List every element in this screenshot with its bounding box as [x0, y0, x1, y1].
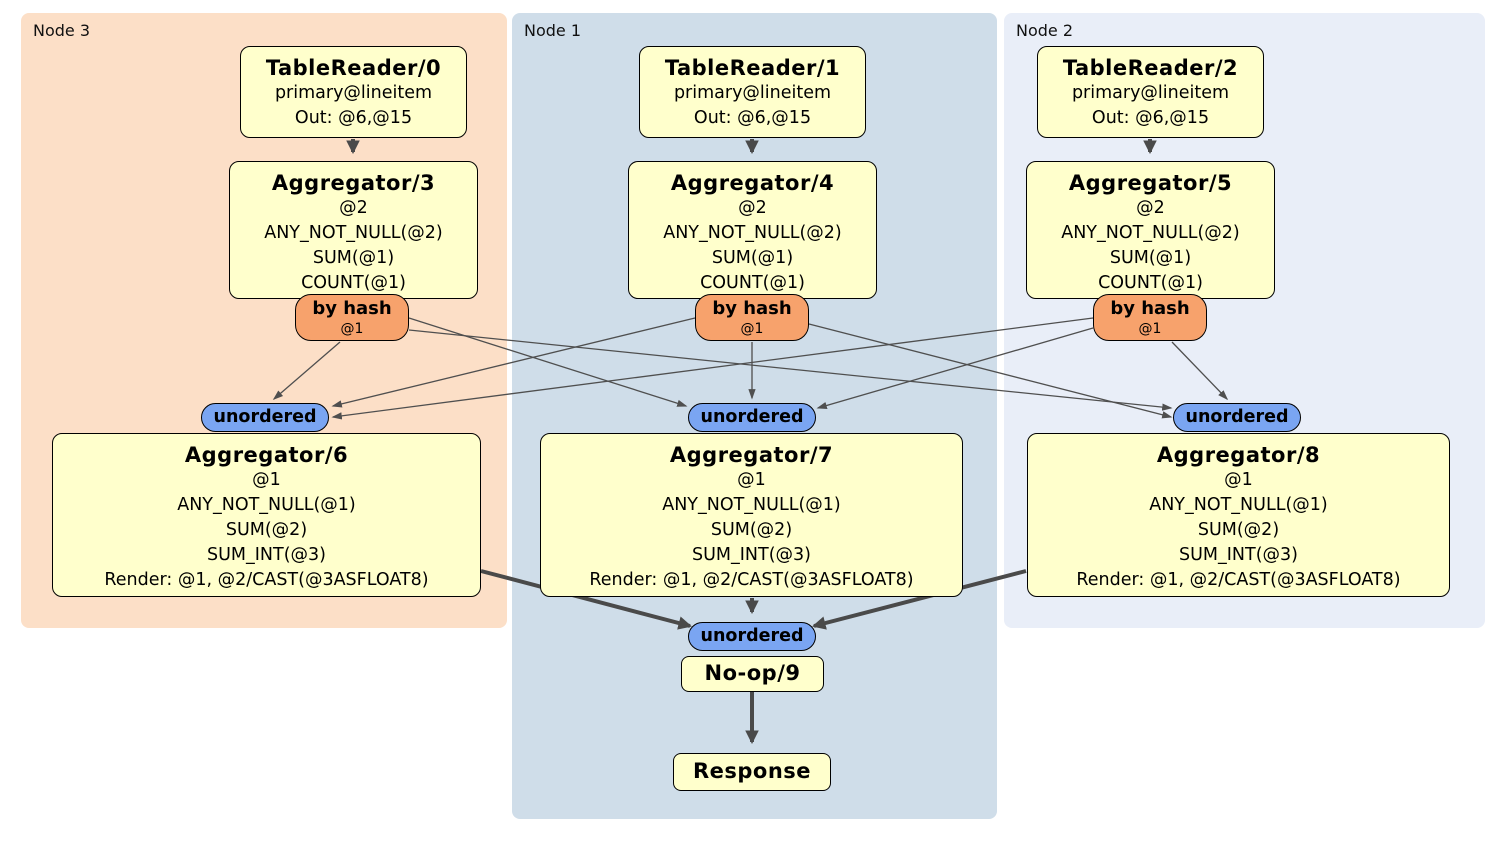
- node-detail: SUM_INT(@3): [1179, 545, 1298, 565]
- node-detail: @2: [1136, 198, 1165, 218]
- node-tablereader-2: TableReader/2 primary@lineitem Out: @6,@…: [1037, 46, 1264, 138]
- node-detail: SUM(@1): [711, 248, 794, 268]
- node-detail: SUM(@2): [225, 520, 308, 540]
- node-title: TableReader/1: [664, 56, 841, 80]
- node-detail: @2: [738, 198, 767, 218]
- node-detail: Render: @1, @2/CAST(@3ASFLOAT8): [589, 570, 914, 590]
- node-tablereader-0: TableReader/0 primary@lineitem Out: @6,@…: [240, 46, 467, 138]
- node-detail: @1: [1224, 470, 1253, 490]
- node-title: TableReader/0: [265, 56, 442, 80]
- node-detail: COUNT(@1): [1098, 273, 1203, 293]
- sync-label: unordered: [1185, 407, 1289, 427]
- router-label: by hash: [312, 298, 392, 319]
- sync-unordered-7: unordered: [688, 403, 816, 432]
- node-detail: Out: @6,@15: [1091, 108, 1210, 128]
- sync-label: unordered: [213, 407, 317, 427]
- sync-label: unordered: [700, 407, 804, 427]
- node-title: Aggregator/7: [669, 443, 834, 467]
- router-by-hash-5: by hash @1: [1093, 294, 1207, 341]
- node-detail: @1: [252, 470, 281, 490]
- node-detail: SUM(@1): [312, 248, 395, 268]
- node-aggregator-5: Aggregator/5 @2 ANY_NOT_NULL(@2) SUM(@1)…: [1026, 161, 1275, 299]
- router-detail: @1: [1138, 321, 1162, 337]
- node-title: Aggregator/5: [1068, 171, 1233, 195]
- sync-unordered-9: unordered: [688, 622, 816, 651]
- node-response: Response: [673, 753, 831, 791]
- node-aggregator-3: Aggregator/3 @2 ANY_NOT_NULL(@2) SUM(@1)…: [229, 161, 478, 299]
- node-noop-9: No-op/9: [681, 656, 824, 692]
- node-title: Aggregator/6: [184, 443, 349, 467]
- node-detail: Out: @6,@15: [693, 108, 812, 128]
- router-label: by hash: [1110, 298, 1190, 319]
- node-detail: SUM_INT(@3): [207, 545, 326, 565]
- node-detail: COUNT(@1): [301, 273, 406, 293]
- node-detail: primary@lineitem: [274, 83, 433, 103]
- sync-label: unordered: [700, 626, 804, 646]
- node-detail: Render: @1, @2/CAST(@3ASFLOAT8): [1076, 570, 1401, 590]
- node-title: No-op/9: [704, 661, 801, 685]
- node-detail: COUNT(@1): [700, 273, 805, 293]
- node-detail: SUM_INT(@3): [692, 545, 811, 565]
- sync-unordered-8: unordered: [1173, 403, 1301, 432]
- node-detail: SUM(@2): [1197, 520, 1280, 540]
- router-detail: @1: [740, 321, 764, 337]
- region-node2-label: Node 2: [1016, 21, 1074, 40]
- node-detail: ANY_NOT_NULL(@2): [1061, 223, 1240, 243]
- node-title: Aggregator/8: [1156, 443, 1321, 467]
- node-title: Response: [692, 759, 812, 783]
- node-aggregator-8: Aggregator/8 @1 ANY_NOT_NULL(@1) SUM(@2)…: [1027, 433, 1450, 597]
- node-detail: Out: @6,@15: [294, 108, 413, 128]
- node-detail: ANY_NOT_NULL(@1): [177, 495, 356, 515]
- node-title: TableReader/2: [1062, 56, 1239, 80]
- node-detail: SUM(@1): [1109, 248, 1192, 268]
- node-detail: SUM(@2): [710, 520, 793, 540]
- node-aggregator-7: Aggregator/7 @1 ANY_NOT_NULL(@1) SUM(@2)…: [540, 433, 963, 597]
- node-detail: @1: [737, 470, 766, 490]
- node-detail: primary@lineitem: [673, 83, 832, 103]
- region-node1-label: Node 1: [524, 21, 582, 40]
- router-by-hash-3: by hash @1: [295, 294, 409, 341]
- node-detail: primary@lineitem: [1071, 83, 1230, 103]
- node-detail: ANY_NOT_NULL(@1): [1149, 495, 1328, 515]
- sync-unordered-6: unordered: [201, 403, 329, 432]
- node-detail: ANY_NOT_NULL(@2): [264, 223, 443, 243]
- node-detail: Render: @1, @2/CAST(@3ASFLOAT8): [104, 570, 429, 590]
- router-detail: @1: [340, 321, 364, 337]
- node-title: Aggregator/4: [670, 171, 835, 195]
- router-by-hash-4: by hash @1: [695, 294, 809, 341]
- node-detail: ANY_NOT_NULL(@2): [663, 223, 842, 243]
- node-title: Aggregator/3: [271, 171, 436, 195]
- node-aggregator-6: Aggregator/6 @1 ANY_NOT_NULL(@1) SUM(@2)…: [52, 433, 481, 597]
- region-node3-label: Node 3: [33, 21, 91, 40]
- node-detail: ANY_NOT_NULL(@1): [662, 495, 841, 515]
- node-tablereader-1: TableReader/1 primary@lineitem Out: @6,@…: [639, 46, 866, 138]
- node-detail: @2: [339, 198, 368, 218]
- router-label: by hash: [712, 298, 792, 319]
- node-aggregator-4: Aggregator/4 @2 ANY_NOT_NULL(@2) SUM(@1)…: [628, 161, 877, 299]
